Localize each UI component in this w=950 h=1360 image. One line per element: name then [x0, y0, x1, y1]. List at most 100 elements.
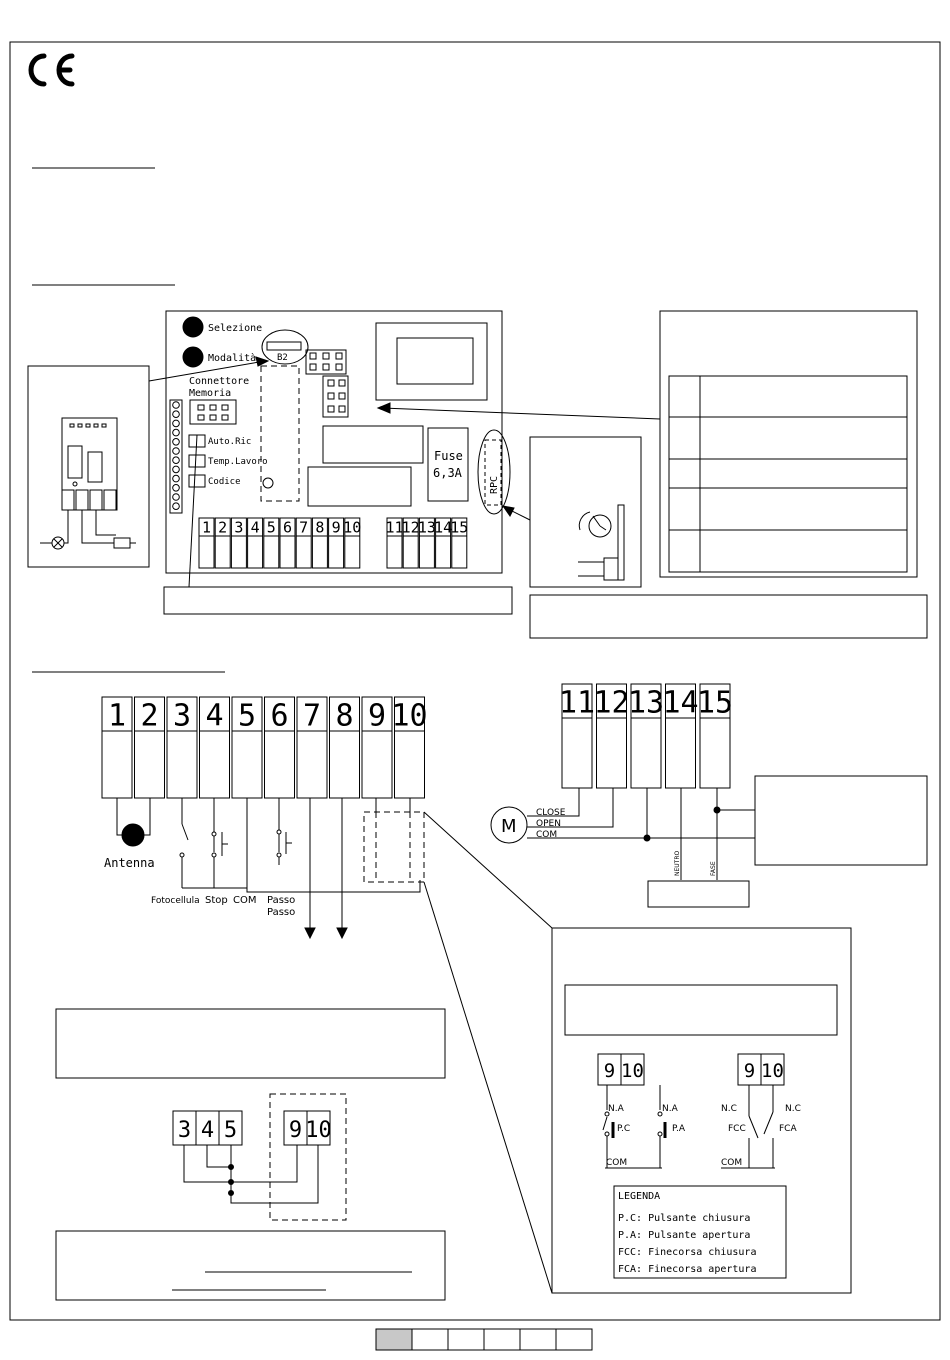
passo-label-1: Passo — [267, 895, 295, 906]
accessory-terminal — [75, 489, 89, 511]
pin-hole — [172, 474, 180, 483]
receiver-slot — [260, 365, 300, 502]
terminal-label: 12 — [593, 686, 629, 721]
table-arrowhead — [376, 402, 391, 414]
terminal-5 — [263, 517, 280, 569]
rpc-highlight — [477, 429, 511, 515]
motor-close-wire — [527, 788, 580, 817]
rpc-block — [603, 557, 619, 581]
stop-contact-top — [211, 831, 217, 837]
terminal-label: 10 — [343, 518, 361, 536]
output-7-arrow — [304, 927, 316, 940]
memory-pin — [221, 404, 229, 411]
pin-hole — [172, 428, 180, 437]
pin-hole — [172, 401, 180, 409]
accessory-terminal — [103, 489, 117, 511]
motor-icon — [490, 806, 528, 844]
pin-hole — [172, 465, 180, 474]
fcc-contact — [748, 1115, 759, 1139]
trimmer-temp-lavoro[interactable] — [188, 454, 206, 468]
terminal-label: 1 — [108, 699, 126, 734]
fase-label: FASE — [710, 861, 717, 876]
bridge-dashed-region — [269, 1093, 347, 1221]
pa-contact-dot — [657, 1131, 663, 1137]
terminal-label: 11 — [385, 518, 403, 536]
terminal-11 — [561, 683, 593, 789]
table-leader — [381, 407, 661, 420]
terminal-label: 1 — [202, 518, 211, 536]
nc-right-label: N.C — [785, 1104, 801, 1114]
accessory-relay-1 — [67, 445, 83, 479]
output-8-arrow — [336, 927, 348, 940]
accessory-wire-3 — [95, 510, 116, 536]
page-indicator — [375, 1328, 593, 1351]
b2-label: B2 — [277, 353, 288, 363]
pc-contact-dot — [604, 1111, 610, 1117]
pin-hole — [172, 447, 180, 455]
modalita-button[interactable] — [182, 346, 204, 368]
com-left-label: COM — [606, 1158, 627, 1168]
terminal-12 — [402, 517, 419, 569]
fcc-label: FCC — [728, 1124, 746, 1134]
na-left-label: N.A — [608, 1104, 625, 1114]
accessory-terminal — [61, 489, 75, 511]
rpc-arrowhead — [501, 505, 515, 517]
relay-1 — [322, 425, 424, 464]
pin-hole — [172, 419, 180, 428]
terminal-label: 11 — [559, 686, 595, 721]
terminal-label: 6 — [270, 699, 288, 734]
page-indicator-box — [483, 1328, 521, 1351]
wiring-terminals-right — [561, 683, 731, 789]
terminal-10 — [344, 517, 361, 569]
terminal-label: 13 — [418, 518, 436, 536]
terminal-14 — [435, 517, 452, 569]
legend-item: FCA: Finecorsa apertura — [618, 1264, 756, 1275]
stop-contact-bottom — [211, 852, 217, 858]
accessory-arrowhead — [255, 356, 270, 367]
terminal-label: 9 — [604, 1060, 615, 1082]
terminal-9 — [361, 696, 393, 799]
trimmer-codice[interactable] — [188, 474, 206, 488]
fotocellula-switch — [181, 823, 189, 841]
settings-table-box — [659, 310, 918, 578]
terminal-label: 5 — [267, 518, 276, 536]
terminal-label: 3 — [234, 518, 243, 536]
terminal-label: 8 — [315, 518, 324, 536]
terminal-1 — [198, 517, 215, 569]
terminal-7 — [296, 696, 328, 799]
rpc-connector — [484, 439, 502, 506]
terminal-7 — [295, 517, 312, 569]
motor-close-label: CLOSE — [536, 808, 566, 818]
terminal-label: 9 — [332, 518, 341, 536]
terminal-13 — [418, 517, 435, 569]
rpc-clock-icon — [588, 514, 612, 538]
pin-strip-holes — [172, 401, 180, 511]
page-indicator-box — [411, 1328, 449, 1351]
antenna-icon[interactable] — [121, 823, 145, 847]
board-callout-leader — [188, 434, 198, 588]
accessory-box — [27, 365, 150, 568]
terminal-label: 3 — [173, 699, 191, 734]
memory-pin — [209, 414, 217, 421]
fuse-holder — [427, 427, 469, 502]
terminal-label: 5 — [238, 699, 256, 734]
com-right-label: COM — [721, 1158, 742, 1168]
selezione-label: Selezione — [208, 323, 262, 334]
passo-contact-bottom — [276, 852, 282, 858]
rpc-callout-box — [529, 594, 928, 639]
motor-com-label: COM — [536, 830, 557, 840]
terminal-label: 9 — [744, 1060, 755, 1082]
accessory-relay-2 — [87, 451, 103, 483]
accessory-pins — [69, 423, 107, 428]
limits-zoom-region — [363, 811, 425, 883]
memory-pin — [197, 404, 205, 411]
pa-label: P.A — [672, 1124, 686, 1134]
legend-title: LEGENDA — [618, 1191, 660, 1202]
memory-connector — [189, 399, 237, 425]
terminal-label: 9 — [289, 1118, 302, 1143]
pin-hole — [172, 493, 180, 501]
selezione-button[interactable] — [182, 316, 204, 338]
terminal-9 — [328, 517, 345, 569]
rpc-bar — [617, 504, 625, 581]
mains-box — [647, 880, 750, 908]
